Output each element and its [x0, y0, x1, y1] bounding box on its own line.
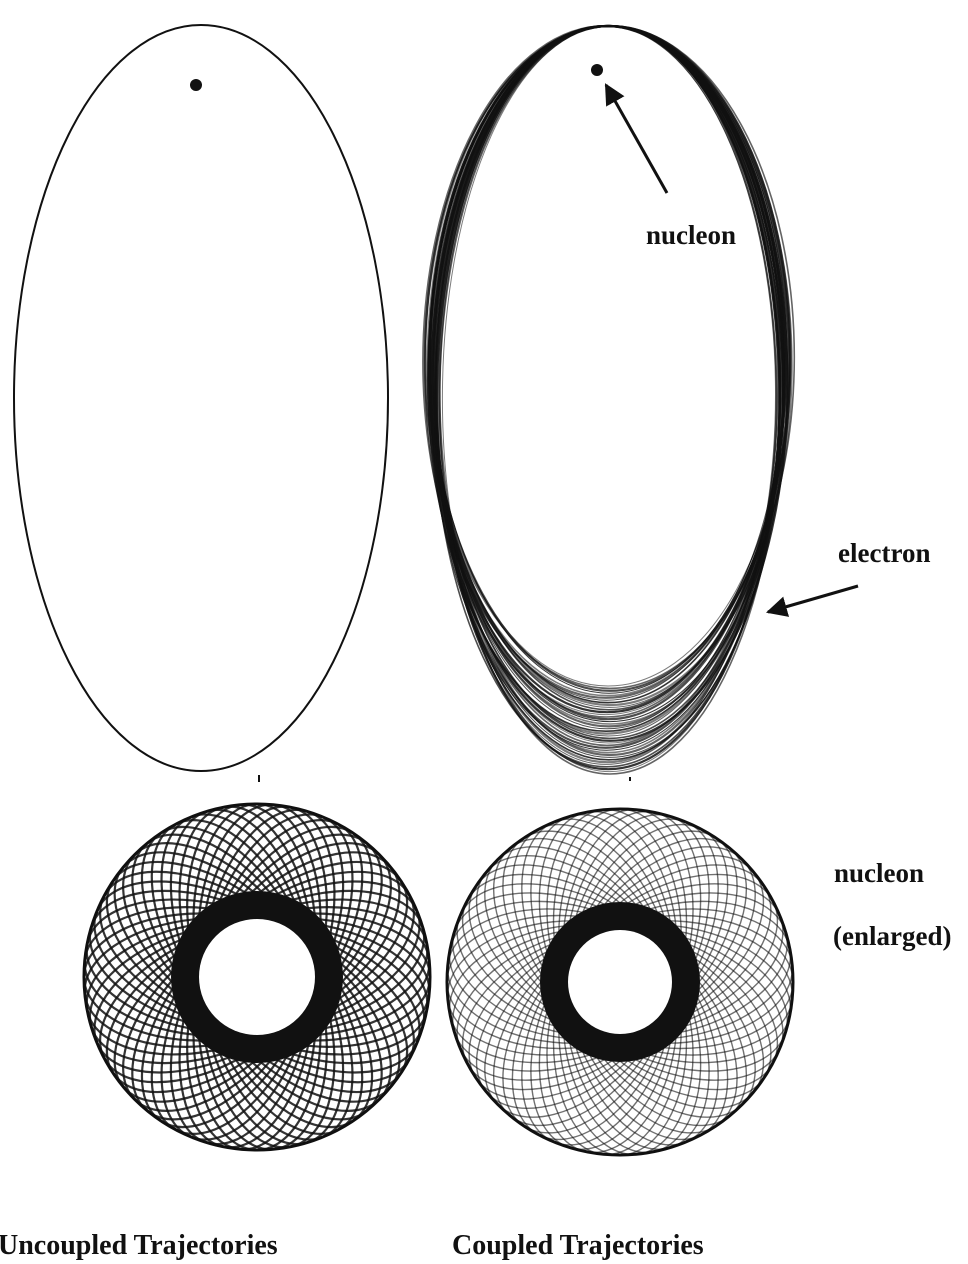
electron-arrow-label: electron	[838, 538, 930, 568]
nucleon-side-label: nucleon	[834, 858, 924, 888]
coupled-nucleon-rosette	[435, 797, 806, 1168]
uncoupled-caption: Uncoupled Trajectories	[0, 1230, 278, 1261]
rosette-center-hole	[568, 930, 672, 1034]
rosette-center-hole	[199, 919, 315, 1035]
uncoupled-nucleon-dot	[190, 79, 202, 91]
enlarged-label: (enlarged)	[833, 921, 951, 951]
electron-arrow	[768, 586, 858, 612]
coupled-electron-orbits	[423, 26, 794, 774]
nucleon-arrow-label: nucleon	[646, 220, 736, 250]
coupled-caption: Coupled Trajectories	[452, 1230, 704, 1261]
coupled-nucleon-dot	[591, 64, 603, 76]
uncoupled-electron-orbit	[14, 25, 388, 771]
uncoupled-nucleon-rosette	[73, 793, 441, 1161]
nucleon-arrow	[606, 85, 667, 193]
